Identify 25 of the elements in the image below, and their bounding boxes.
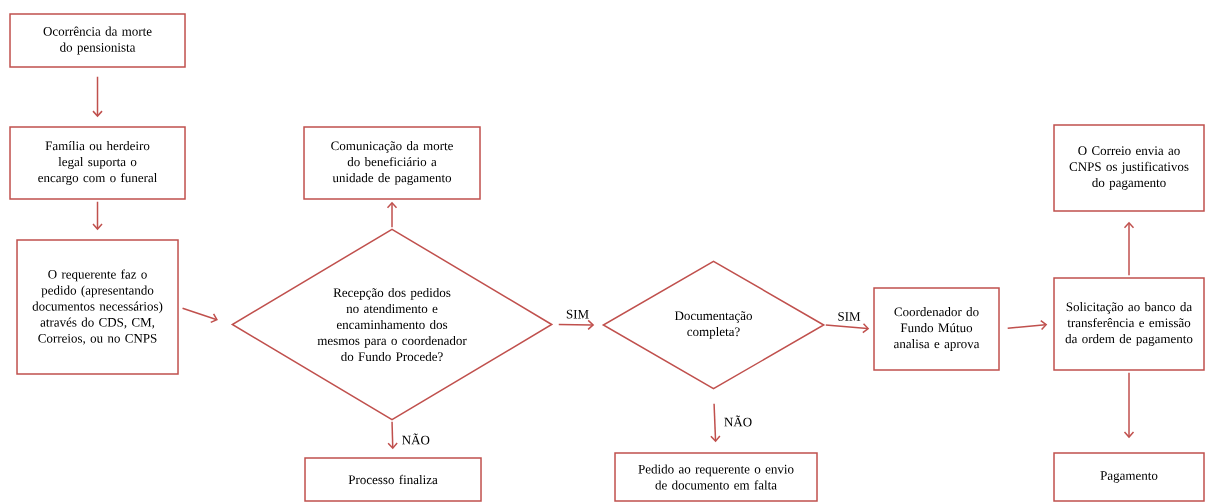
arrow	[386, 201, 398, 228]
process-box: O Correio envia ao CNPS os justificativos do pagamento	[1053, 124, 1205, 212]
process-box: Pedido ao requerente o envio de documento em falta	[614, 452, 818, 502]
process-box: Solicitação ao banco da transferência e emissão da ordem de pagamento	[1053, 277, 1205, 371]
process-box: Processo finaliza	[304, 457, 482, 502]
arrow	[181, 307, 218, 324]
arrow	[92, 76, 103, 118]
arrow	[92, 201, 103, 231]
edge-label: NÃO	[400, 432, 431, 446]
arrow	[1123, 372, 1135, 439]
process-box: Coordenador do Fundo Mútuo analisa e aprova	[873, 287, 1000, 371]
process-box: Comunicação da morte do beneficiário a unidade de pagamento	[303, 126, 481, 200]
arrow	[1006, 319, 1048, 331]
process-box: Família ou herdeiro legal suporta o encargo com o funeral	[9, 126, 186, 200]
process-box: O requerente faz o pedido (apresentando documentos necessários) através do CDS, CM, Correios, ou no CNPS	[16, 239, 179, 375]
arrow	[558, 319, 595, 331]
edge-label: SIM	[836, 311, 862, 322]
arrow	[387, 421, 398, 450]
process-box: Ocorrência da morte do pensionista	[9, 13, 186, 68]
edge-label: SIM	[564, 308, 591, 320]
process-box: Pagamento	[1053, 452, 1205, 502]
edge-label: NÃO	[722, 414, 754, 428]
arrow	[825, 322, 870, 334]
arrow	[710, 403, 721, 443]
arrow	[1123, 221, 1135, 276]
